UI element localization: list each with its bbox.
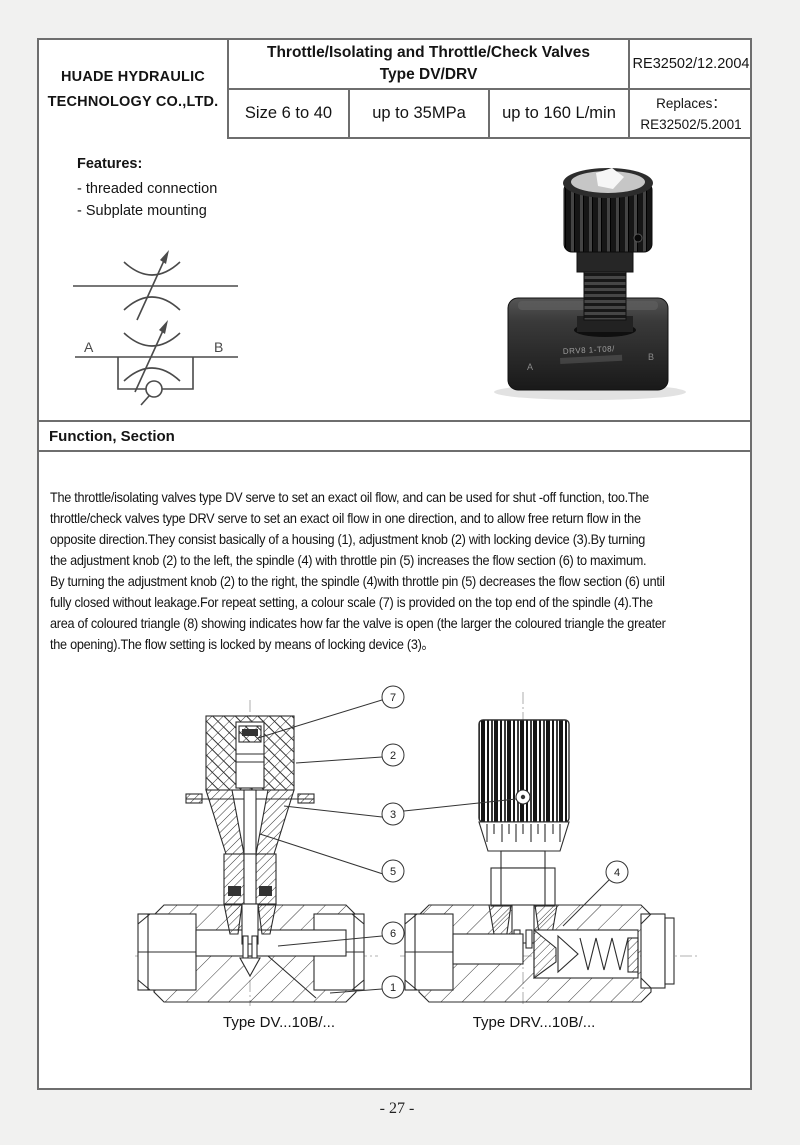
spec-flow: up to 160 L/min (502, 104, 616, 122)
drv-collar (490, 867, 556, 907)
photo-port-b: B (648, 352, 654, 362)
photo-stamp-text: DRV8 1-T08/ (563, 344, 616, 356)
callout-number-6: 6 (390, 928, 396, 940)
replaces-cell: Replaces： RE32502/5.2001 (630, 90, 752, 139)
dv-spindle (243, 789, 257, 855)
paragraph-line: throttle/check valves type DRV serve to … (50, 511, 641, 526)
callout-number-4: 4 (614, 867, 620, 879)
photo-setscrew (633, 233, 643, 243)
drv-stem (500, 850, 546, 869)
spec-size: Size 6 to 40 (244, 104, 333, 122)
caption-type-dv: Type DV...10B/... (222, 1014, 335, 1031)
throttle-valve-symbol (73, 250, 238, 321)
doc-number: RE32502/12.2004 (632, 56, 750, 72)
doc-number-cell: RE32502/12.2004 (630, 40, 752, 90)
drv-check-poppet (557, 934, 579, 974)
section-drawings: 7 2 3 5 6 1 4 (135, 685, 700, 1006)
section-heading: Function, Section (49, 427, 175, 445)
hydraulic-symbol: A B (73, 250, 238, 406)
drv-spring-retainer (627, 937, 639, 973)
paragraph-line: The throttle/isolating valves type DV se… (50, 490, 649, 505)
replaces-label: Replaces： (656, 95, 726, 111)
callout-circle-4 (605, 860, 629, 884)
paragraph-line: By turning the adjustment knob (2) to th… (50, 574, 665, 589)
dv-seat (239, 957, 261, 978)
callout-number-3: 3 (390, 809, 396, 821)
photo-stamp-line2 (559, 354, 623, 364)
drv-check-seat (533, 928, 557, 980)
section-heading-band: Function, Section (39, 420, 750, 452)
company-name-cell: HUADE HYDRAULIC TECHNOLOGY CO.,LTD. (39, 40, 229, 139)
drv-section-drawing (400, 692, 700, 1006)
callout-number-7: 7 (390, 692, 396, 704)
drv-scale (478, 821, 570, 852)
paragraph-line: the adjustment knob (2) to the left, the… (50, 553, 647, 568)
callout-leaders (257, 699, 610, 994)
paragraph-line: opposite direction.They consist basicall… (50, 532, 646, 547)
feature-item-2: - Subplate mounting (77, 203, 207, 219)
drv-knob (478, 719, 570, 823)
callout-circle-6 (381, 921, 405, 945)
page-number: - 27 - (379, 1100, 415, 1117)
port-b-label: B (214, 339, 223, 355)
callout-bubbles: 7 2 3 5 6 1 4 (381, 685, 629, 999)
photo-port-a: A (527, 362, 533, 372)
callout-circle-1 (381, 975, 405, 999)
dv-throttle-pin (241, 903, 259, 945)
throttle-check-valve-symbol (75, 320, 238, 406)
caption-type-drv: Type DRV...10B/... (472, 1014, 596, 1031)
check-bypass-line (117, 357, 194, 390)
title-line2: Type DV/DRV (379, 66, 478, 83)
paragraph-line: area of coloured triangle (8) showing in… (50, 616, 666, 631)
callout-number-5: 5 (390, 866, 396, 878)
function-paragraph: The throttle/isolating valves type DV se… (50, 487, 745, 655)
title-line1: Throttle/Isolating and Throttle/Check Va… (267, 44, 590, 61)
spec-flow-cell: up to 160 L/min (490, 90, 630, 139)
port-a-label: A (84, 339, 94, 355)
drv-end-cap (640, 913, 666, 989)
callout-number-1: 1 (390, 982, 396, 994)
check-ball-symbol (145, 380, 163, 398)
callout-circle-7 (381, 685, 405, 709)
valve-photo: DRV8 1-T08/ A B (494, 168, 686, 400)
spec-pressure-cell: up to 35MPa (350, 90, 490, 139)
callout-number-2: 2 (390, 750, 396, 762)
dv-flow-channel (195, 929, 347, 957)
document-title-cell: Throttle/Isolating and Throttle/Check Va… (229, 40, 630, 90)
drv-check-spring (579, 937, 629, 971)
photo-threaded-stem (583, 267, 627, 321)
photo-cap-reflection (596, 168, 624, 189)
callout-circle-3 (381, 802, 405, 826)
drv-end-plate (664, 917, 675, 985)
spec-pressure: up to 35MPa (372, 104, 466, 122)
callout-circle-5 (381, 859, 405, 883)
callout-circle-2 (381, 743, 405, 767)
dv-section-drawing (135, 700, 378, 1006)
dv-locking-ring (185, 793, 203, 804)
page-frame: HUADE HYDRAULIC TECHNOLOGY CO.,LTD. Thro… (37, 38, 752, 1090)
spec-size-cell: Size 6 to 40 (229, 90, 350, 139)
paragraph-line: the opening).The flow setting is locked … (50, 637, 434, 652)
replaces-number: RE32502/5.2001 (640, 116, 742, 132)
feature-item-1: - threaded connection (77, 181, 218, 197)
company-line2: TECHNOLOGY CO.,LTD. (47, 93, 219, 110)
paragraph-line: fully closed without leakage.For repeat … (50, 595, 653, 610)
drv-flow-channel (452, 933, 524, 965)
company-line1: HUADE HYDRAULIC (61, 68, 205, 85)
features-heading: Features: (77, 156, 143, 172)
dv-seal (228, 886, 241, 896)
